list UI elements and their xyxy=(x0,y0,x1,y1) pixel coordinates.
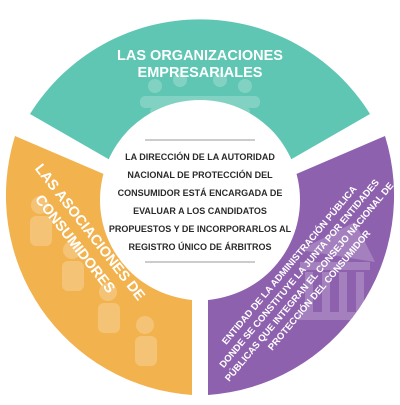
center-text-line6: REGISTRO ÚNICO DE ÁRBITROS xyxy=(128,241,271,252)
center-text-line3: CONSUMIDOR ESTÁ ENCARGADA DE xyxy=(118,188,283,198)
center-circle xyxy=(100,100,300,300)
center-text-line5: PROPUESTOS Y DE INCORPORARLOS AL xyxy=(109,224,292,234)
segment-top-label-line2: EMPRESARIALES xyxy=(138,65,263,81)
segment-right-administracion xyxy=(208,136,395,395)
center-text-line1: LA DIRECCIÓN DE LA AUTORIDAD xyxy=(125,151,275,162)
segment-left-asociaciones xyxy=(5,136,192,395)
center-text-line2: NACIONAL DE PROTECCIÓN DEL xyxy=(127,169,273,180)
segment-top-label-line1: LAS ORGANIZACIONES xyxy=(117,48,283,64)
government-building-icon xyxy=(298,222,375,320)
segment-top-organizaciones xyxy=(30,19,370,165)
consumers-crowd-icon xyxy=(30,196,157,366)
center-text-line4: EVALUAR A LOS CANDIDATOS xyxy=(133,206,267,216)
